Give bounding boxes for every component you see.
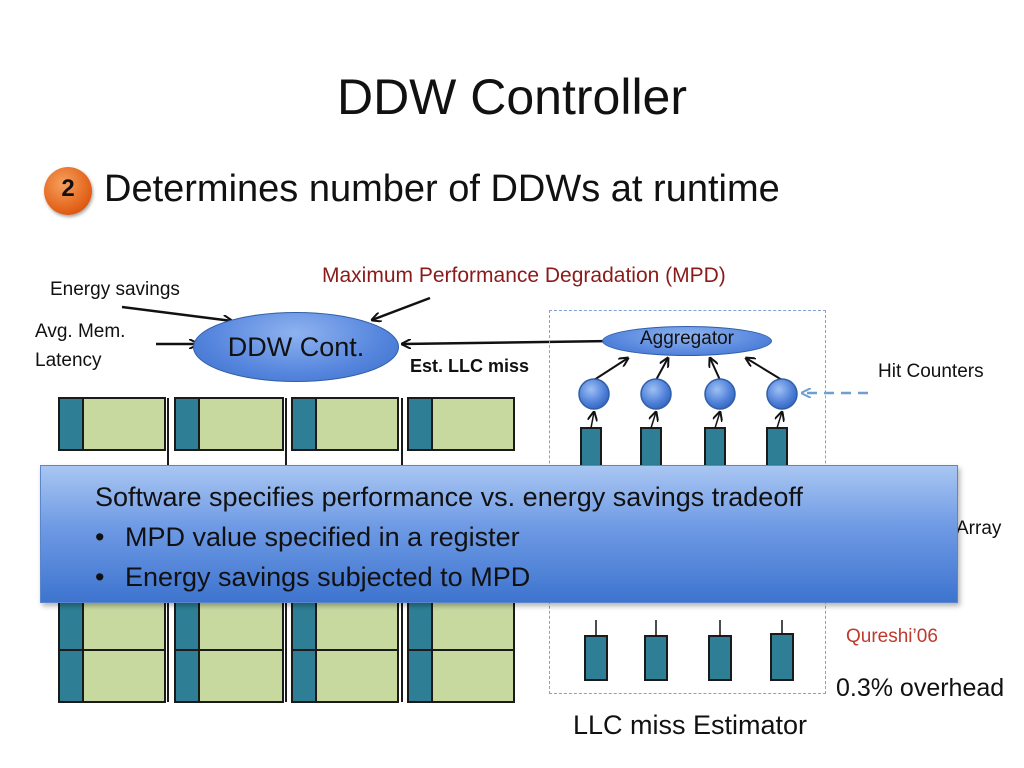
hit-counters-label: Hit Counters [878,361,984,382]
bullet-dot-icon: • [95,522,105,552]
llc-miss-estimator-label: LLC miss Estimator [573,710,808,740]
estimator-tag-links [591,412,782,636]
callout-item-text: Energy savings subjected to MPD [125,562,531,592]
overhead-label: 0.3% overhead [836,674,1005,702]
callout-box: Software specifies performance vs. energ… [40,465,958,603]
hit-counter-links [593,358,783,381]
bullet-text: Determines number of DDWs at runtime [104,168,780,210]
ddw-controller-node: DDW Cont. [193,312,399,382]
citation-label: Qureshi’06 [846,626,938,647]
bullet-dot-icon: • [95,562,105,592]
est-llc-miss-label: Est. LLC miss [410,356,530,376]
callout-heading: Software specifies performance vs. energ… [95,482,803,512]
estimator-tag-columns [580,427,794,681]
energy-savings-arrow [121,305,232,321]
callout-item: • Energy savings subjected to MPD [95,560,530,594]
cache-array [58,397,515,703]
callout-item: • MPD value specified in a register [95,520,520,554]
cache-data-cells [82,397,515,703]
energy-savings-label: Energy savings [50,279,180,300]
est-llc-miss-arrow [402,341,613,344]
aggregator-node: Aggregator [602,326,772,356]
slide-title: DDW Controller [336,69,688,125]
avg-mem-latency-label-line1: Avg. Mem. [35,321,126,342]
mpd-arrow [372,296,431,320]
array-label: Array [956,518,1002,539]
hit-counter-nodes [578,378,798,410]
callout-item-text: MPD value specified in a register [125,522,520,552]
avg-mem-latency-label-line2: Latency [35,350,102,371]
mpd-label: Maximum Performance Degradation (MPD) [322,264,726,287]
step-number-badge: 2 [44,167,92,215]
